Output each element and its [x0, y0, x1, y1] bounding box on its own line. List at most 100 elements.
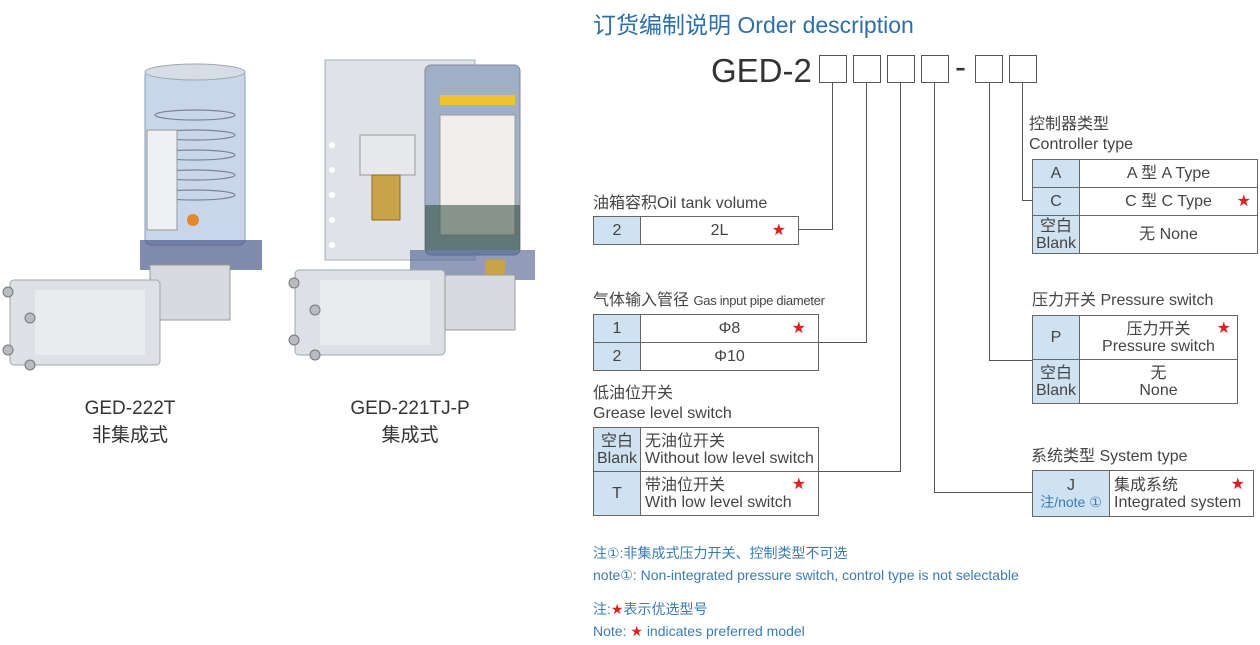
- note-1: 注①:非集成式压力开关、控制类型不可选 note①: Non-integrate…: [593, 543, 1019, 585]
- preferred-star-icon: ★: [1230, 476, 1245, 493]
- key-cn: 空白: [1039, 217, 1072, 235]
- note-2-en: Note: ★ indicates preferred model: [593, 621, 805, 641]
- label-cn: 气体输入管径: [593, 292, 690, 309]
- label-cn: 控制器类型: [1029, 116, 1110, 133]
- note-suffix: indicates preferred model: [646, 623, 805, 639]
- product-model: GED-221TJ-P: [350, 398, 470, 419]
- product-caption-ged-221tj-p: GED-221TJ-P 集成式: [315, 395, 505, 449]
- oil-tank-label: 油箱容积Oil tank volume: [593, 194, 767, 213]
- option-value: 无油位开关 Without low level switch: [640, 427, 819, 472]
- title-en: Order description: [737, 12, 914, 38]
- controller-label: 控制器类型 Controller type: [1029, 115, 1133, 155]
- value-cn: 压力开关: [1126, 320, 1191, 338]
- label-cn: 系统类型: [1031, 448, 1096, 465]
- connector-line: [818, 342, 867, 343]
- option-key: 2: [593, 342, 641, 371]
- table-row: P 压力开关 Pressure switch ★: [1032, 315, 1238, 360]
- option-value: 无 None: [1079, 359, 1238, 404]
- value-cn: 带油位开关: [645, 476, 726, 494]
- table-row: A A 型 A Type: [1032, 159, 1258, 188]
- connector-line: [798, 229, 833, 230]
- label-en: Gas input pipe diameter: [693, 293, 825, 308]
- preferred-star-icon: ★: [630, 623, 643, 639]
- note-2: 注:★表示优选型号 Note: ★ indicates preferred mo…: [593, 599, 805, 641]
- label-en: System type: [1099, 448, 1188, 465]
- option-value-text: Φ8: [718, 320, 741, 337]
- product-model: GED-222T: [84, 398, 176, 419]
- code-box-3: [887, 55, 915, 83]
- label-cn: 压力开关: [1032, 292, 1097, 309]
- option-value: Φ10: [640, 342, 819, 371]
- note-prefix: 注:: [593, 601, 611, 617]
- note-prefix: Note:: [593, 623, 627, 639]
- option-key: T: [593, 471, 641, 516]
- code-box-5: [975, 55, 1003, 83]
- key-cn: 空白: [1039, 364, 1072, 382]
- label-en: Pressure switch: [1100, 292, 1214, 309]
- value-cn: 集成系统: [1114, 476, 1179, 494]
- label-en: Controller type: [1029, 136, 1134, 153]
- option-key: 空白 Blank: [593, 427, 641, 472]
- preferred-star-icon: ★: [1216, 320, 1231, 337]
- preferred-star-icon: ★: [791, 320, 806, 337]
- table-row: 空白 Blank 无 None: [1032, 215, 1258, 254]
- system-type-table: J 注/note ① 集成系统 Integrated system ★: [1032, 470, 1254, 517]
- table-row: T 带油位开关 With low level switch ★: [593, 471, 819, 516]
- option-value: 2L★: [640, 216, 799, 245]
- preferred-star-icon: ★: [791, 476, 806, 493]
- option-value: 带油位开关 With low level switch ★: [640, 471, 819, 516]
- label-en: Oil tank volume: [657, 195, 768, 212]
- product-image-ged-222t: [0, 60, 280, 380]
- value-en: Pressure switch: [1102, 337, 1215, 355]
- note-1-en: note①: Non-integrated pressure switch, c…: [593, 567, 1019, 583]
- table-row: J 注/note ① 集成系统 Integrated system ★: [1032, 470, 1254, 517]
- label-cn: 低油位开关: [593, 385, 674, 402]
- option-value: C 型 C Type ★: [1079, 187, 1258, 216]
- code-box-4: [921, 55, 949, 83]
- key-cn: 空白: [600, 432, 633, 450]
- grease-level-label: 低油位开关 Grease level switch: [593, 384, 732, 424]
- preferred-star-icon: ★: [1236, 193, 1251, 210]
- connector-line: [1022, 83, 1023, 201]
- option-value: A 型 A Type: [1079, 159, 1258, 188]
- note-2-cn: 注:★表示优选型号: [593, 599, 805, 619]
- preferred-star-icon: ★: [610, 601, 624, 617]
- option-key: P: [1032, 315, 1080, 360]
- option-value: Φ8 ★: [640, 314, 819, 343]
- table-row: C C 型 C Type★: [1032, 187, 1258, 216]
- controller-table: A A 型 A Type C C 型 C Type★ 空白 Blank 无 No…: [1032, 159, 1258, 254]
- gas-input-label: 气体输入管径 Gas input pipe diameter: [593, 291, 825, 310]
- option-key: A: [1032, 159, 1080, 188]
- option-key: J 注/note ①: [1032, 470, 1110, 517]
- option-value-text: C 型 C Type: [1125, 193, 1212, 210]
- title-cn: 订货编制说明: [593, 12, 731, 38]
- gas-input-table: 1 Φ8★ 2 Φ10: [593, 314, 819, 371]
- pressure-switch-table: P 压力开关 Pressure switch ★ 空白 Blank 无 None: [1032, 315, 1238, 404]
- system-type-label: 系统类型 System type: [1031, 447, 1188, 466]
- table-row: 2 Φ10: [593, 342, 819, 371]
- table-row: 空白 Blank 无 None: [1032, 359, 1238, 404]
- table-row: 1 Φ8★: [593, 314, 819, 343]
- key-note: 注/note ①: [1040, 493, 1102, 510]
- note-suffix: 表示优选型号: [623, 601, 708, 617]
- connector-line: [989, 360, 1032, 361]
- label-en: Grease level switch: [593, 405, 732, 422]
- key-en: Blank: [1035, 381, 1077, 399]
- table-row: 空白 Blank 无油位开关 Without low level switch: [593, 427, 819, 472]
- option-value: 压力开关 Pressure switch ★: [1079, 315, 1238, 360]
- connector-line: [866, 83, 867, 343]
- key: J: [1067, 476, 1075, 494]
- option-key: 空白 Blank: [1032, 359, 1080, 404]
- note-1-cn: 注①:非集成式压力开关、控制类型不可选: [593, 545, 848, 561]
- label-cn: 油箱容积: [593, 195, 658, 212]
- connector-line: [900, 83, 901, 472]
- connector-line: [934, 492, 1032, 493]
- value-en: None: [1139, 381, 1178, 399]
- preferred-star-icon: ★: [771, 222, 786, 239]
- code-box-6: [1009, 55, 1037, 83]
- model-code-prefix: GED-2: [711, 52, 812, 89]
- product-type: 集成式: [381, 425, 439, 446]
- option-value: 集成系统 Integrated system ★: [1109, 470, 1254, 517]
- value-en: Without low level switch: [645, 449, 814, 467]
- connector-line: [934, 83, 935, 493]
